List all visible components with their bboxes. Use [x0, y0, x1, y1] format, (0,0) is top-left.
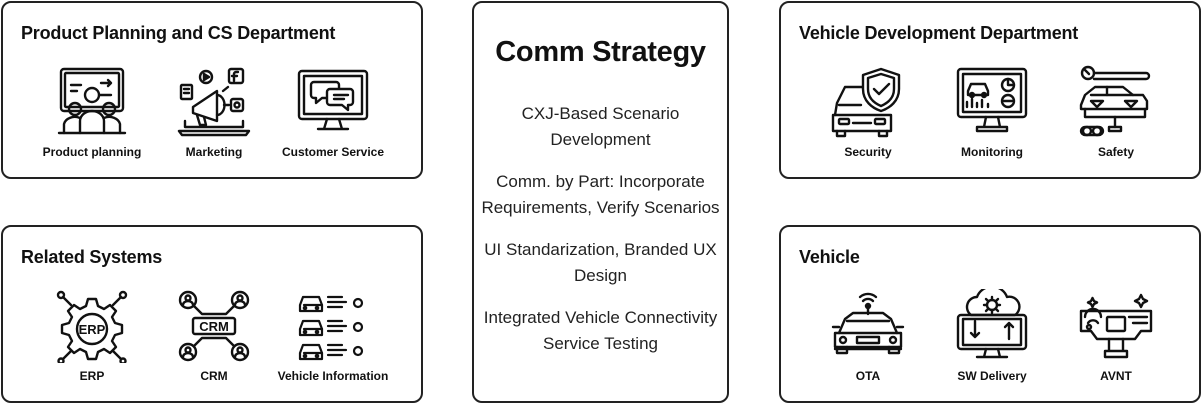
ota-item: OTA [803, 289, 933, 383]
monitoring-label: Monitoring [961, 145, 1023, 159]
ota-label: OTA [855, 369, 881, 383]
marketing-label: Marketing [185, 145, 243, 159]
sw-delivery-item: SW Delivery [927, 289, 1057, 383]
panel-title: Product Planning and CS Department [21, 23, 336, 43]
erp-label: ERP [79, 369, 105, 383]
erp-gear-icon: ERP [56, 290, 128, 363]
marketing-item: Marketing [149, 65, 279, 159]
safety-label: Safety [1097, 145, 1135, 159]
panel-title: Vehicle [799, 247, 860, 267]
strategy-item: Comm. by Part: Incorporate Requirements,… [481, 172, 720, 217]
monitoring-item: Monitoring [927, 65, 1057, 159]
safety-item: Safety [1051, 65, 1181, 159]
crm-label: CRM [200, 369, 228, 383]
erp-item: ERP ERP [27, 289, 157, 383]
vehicle-information-label: Vehicle Information [277, 369, 389, 383]
vehicle-development-panel: Vehicle Development Department Security [779, 1, 1201, 179]
car-dashboard-icon [1079, 293, 1153, 359]
vehicle-panel: Vehicle OTA [779, 225, 1201, 403]
crm-item: CRM CRM [149, 289, 279, 383]
panel-title: Related Systems [21, 247, 163, 267]
megaphone-laptop-icon [177, 67, 251, 137]
comm-strategy-title: Comm Strategy [495, 36, 706, 68]
car-signal-icon [831, 292, 905, 355]
presentation-audience-icon [57, 67, 127, 135]
svg-text:CRM: CRM [199, 319, 229, 334]
svg-text:ERP: ERP [79, 322, 106, 337]
product-planning-panel: Product Planning and CS Department Produ… [1, 1, 423, 179]
customer-service-label: Customer Service [281, 145, 385, 159]
security-item: Security [803, 65, 933, 159]
product-planning-label: Product planning [42, 145, 142, 159]
strategy-item: CXJ-Based Scenario Development [521, 104, 680, 149]
vehicle-information-item: Vehicle Information [268, 289, 398, 383]
strategy-item: Integrated Vehicle Connectivity Service … [483, 308, 718, 353]
monitor-chat-icon [297, 69, 369, 131]
strategy-item: UI Standarization, Branded UX Design [484, 240, 717, 285]
car-monitor-icon [956, 67, 1028, 133]
car-shield-icon [831, 67, 901, 138]
panel-title: Vehicle Development Department [799, 23, 1079, 43]
crm-network-icon: CRM [178, 290, 250, 362]
related-systems-panel: Related Systems ERP ERP CRM [1, 225, 423, 403]
strategy-list: CXJ-Based Scenario Development Comm. by … [474, 101, 727, 373]
monitor-download-gear-icon [956, 289, 1028, 359]
comm-strategy-panel: Comm Strategy CXJ-Based Scenario Develop… [472, 1, 729, 403]
avnt-label: AVNT [1100, 369, 1132, 383]
avnt-item: AVNT [1051, 289, 1181, 383]
vehicle-list-icon [298, 295, 364, 361]
sw-delivery-label: SW Delivery [957, 369, 1027, 383]
customer-service-item: Customer Service [268, 65, 398, 159]
product-planning-item: Product planning [27, 65, 157, 159]
car-lift-wrench-icon [1079, 65, 1151, 137]
security-label: Security [844, 145, 892, 159]
